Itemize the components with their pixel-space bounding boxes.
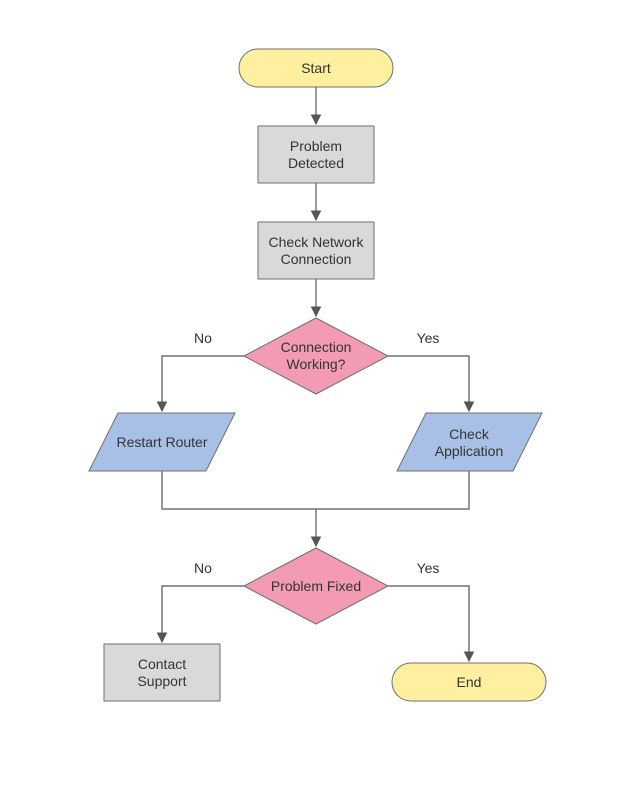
edge-connection-yes — [388, 355, 475, 413]
edge-connection-no — [156, 355, 244, 413]
check-application-shape — [396, 412, 543, 472]
check-application-label-line2: Application — [435, 443, 504, 459]
check-application-node: Check Application — [396, 412, 543, 472]
problem-detected-label-line1: Problem — [290, 138, 342, 154]
start-shape — [238, 48, 394, 88]
contact-support-label-line2: Support — [137, 673, 186, 689]
contact-support-label-line1: Contact — [138, 656, 186, 672]
end-shape — [391, 662, 547, 702]
edge-fixed-yes — [388, 585, 475, 663]
check-network-label-line1: Check Network — [269, 234, 365, 250]
restart-router-shape — [88, 412, 236, 472]
problem-fixed-label: Problem Fixed — [271, 578, 361, 594]
edge-label-fixed-no: No — [194, 560, 212, 576]
check-network-node: Check Network Connection — [257, 221, 375, 280]
problem-detected-label-line2: Detected — [288, 155, 344, 171]
edge-label-connection-no: No — [194, 330, 212, 346]
connection-working-label-line2: Working? — [287, 356, 346, 372]
edge-label-fixed-yes: Yes — [417, 560, 440, 576]
start-label: Start — [301, 60, 331, 76]
problem-detected-node: Problem Detected — [257, 125, 375, 184]
contact-support-node: Contact Support — [103, 643, 221, 702]
edge-fixed-no — [156, 585, 244, 644]
edge-label-connection-yes: Yes — [417, 330, 440, 346]
restart-router-label: Restart Router — [116, 434, 207, 450]
check-network-shape — [257, 221, 375, 280]
connection-working-shape — [242, 317, 390, 395]
connection-working-label-line1: Connection — [281, 339, 352, 355]
problem-detected-shape — [257, 125, 375, 184]
check-network-label-line2: Connection — [281, 251, 352, 267]
end-node: End — [391, 662, 547, 702]
start-node: Start — [238, 48, 394, 88]
contact-support-shape — [103, 643, 221, 702]
connection-working-decision: Connection Working? — [242, 317, 390, 395]
edge-merge-lines — [161, 471, 470, 510]
check-application-label-line1: Check — [449, 426, 490, 442]
restart-router-node: Restart Router — [88, 412, 236, 472]
end-label: End — [457, 674, 482, 690]
problem-fixed-decision: Problem Fixed — [242, 547, 390, 625]
problem-fixed-shape — [242, 547, 390, 625]
